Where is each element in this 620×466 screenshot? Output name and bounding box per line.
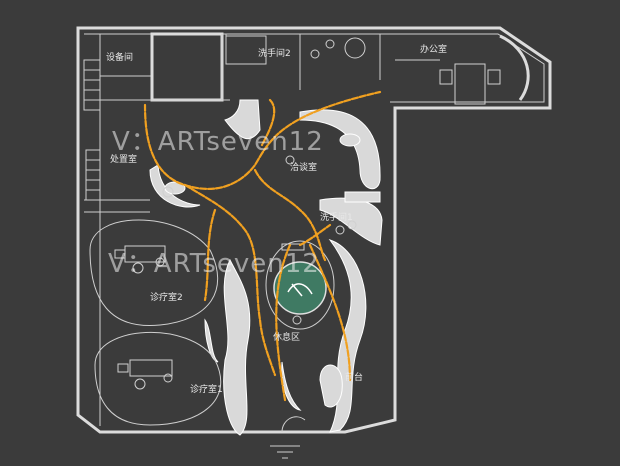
label-reception: 前台 [345, 371, 363, 383]
label-equipment-room: 设备间 [106, 51, 133, 63]
curved-partitions [149, 99, 383, 436]
treatment2-zone [89, 219, 219, 327]
watermark-top: V：ARTseven12 [112, 127, 324, 157]
label-treatment-room-2: 诊疗室2 [150, 291, 183, 303]
upper-partitions [84, 32, 381, 213]
label-office: 办公室 [420, 43, 447, 55]
entrance [270, 416, 306, 459]
restroom1-fixtures [335, 191, 381, 235]
label-treatment-room-1: 诊疗室1 [190, 383, 223, 395]
consult-furniture [162, 133, 361, 198]
label-restroom-2: 洗手间2 [258, 47, 291, 59]
label-rest-area: 休息区 [273, 331, 300, 343]
label-disposal-room: 处置室 [110, 153, 137, 165]
watermark-middle: V：ARTseven12 [108, 249, 320, 279]
restroom2-fixtures [310, 37, 366, 59]
reception-desk [319, 364, 343, 408]
treatment1-zone [94, 332, 222, 426]
central-feature [265, 240, 335, 330]
office-furniture [395, 34, 530, 105]
label-restroom-1: 洗手间1 [320, 211, 353, 223]
stairs [83, 59, 101, 201]
circulation-paths [143, 90, 382, 402]
label-consult-room: 洽谈室 [290, 161, 317, 173]
